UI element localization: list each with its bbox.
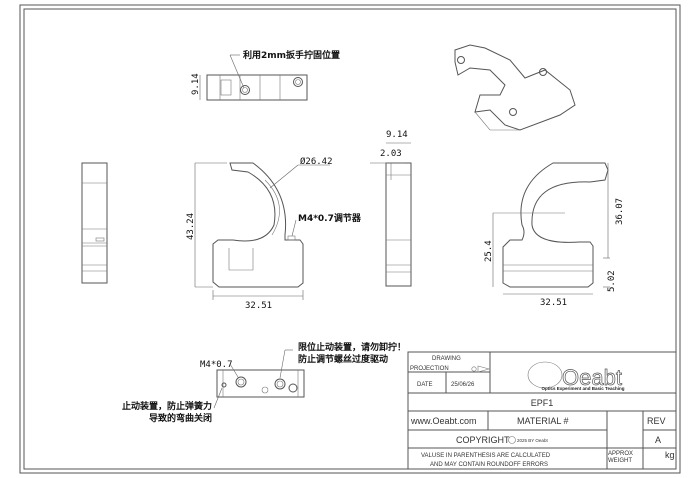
material-label: MATERIAL #: [517, 416, 569, 426]
dim-diameter: Ø26.42: [300, 156, 333, 167]
copyright: COPYRIGHT: [456, 435, 510, 445]
dim-top-thickness: 9.14: [191, 73, 201, 95]
weight-label: WEIGHT: [608, 458, 632, 464]
date-label: DATE: [417, 382, 433, 388]
left-side-view: [81, 162, 108, 284]
note-limit-stop-2: 防止调节螺丝过度驱动: [298, 353, 388, 365]
dim-side-thickness: 9.14: [386, 130, 408, 140]
logo-subtitle: Optics Experiment and Basic Teaching: [542, 386, 625, 391]
weight-unit: kg: [665, 450, 675, 460]
dim-right-height: 36.07: [615, 198, 625, 225]
title-block: Oeabt: [407, 351, 677, 470]
note-thread: M4*0.7: [200, 360, 233, 370]
disclaimer-1: VALUSE IN PARENTHESIS ARE CALCULATED: [421, 453, 551, 459]
bottom-view: [213, 349, 305, 409]
date-value: 25/06/26: [451, 382, 475, 388]
note-stop-device-2: 导致的弯曲关闭: [149, 412, 212, 424]
note-adjuster: M4*0.7调节器: [298, 212, 362, 224]
dim-width-front: 32.51: [245, 301, 272, 311]
rev-value: A: [655, 435, 661, 445]
projection-label: PROJECTION: [410, 366, 449, 372]
note-wrench-position: 利用2mm扳手拧固位置: [242, 49, 340, 61]
note-stop-device-1: 止动装置，防止弹簧力: [122, 400, 212, 412]
approx-label: APPROX: [608, 451, 633, 457]
side-view: [370, 142, 412, 287]
website: www.Oeabt.com: [410, 416, 477, 426]
right-view: [492, 162, 610, 295]
dim-right-center: 25.4: [484, 240, 494, 262]
outer-frame: [19, 4, 681, 474]
isometric-view: [454, 44, 576, 131]
inner-frame: [23, 8, 677, 470]
rev-label: REV: [647, 416, 666, 426]
disclaimer-2: AND MAY CONTAIN ROUNDOFF ERRORS: [430, 462, 548, 468]
part-number: EPF1: [531, 398, 554, 408]
oeabt-logo: Oeabt: [527, 361, 622, 390]
copyright-small: 2025 BY Oeabt: [517, 438, 548, 443]
note-limit-stop-1: 限位止动装置，请勿卸拧！: [298, 341, 406, 353]
top-view: [199, 54, 308, 101]
copyright-icon: [508, 436, 516, 444]
drawing-label: DRAWING: [432, 356, 461, 362]
dim-side-step: 2.03: [380, 149, 402, 159]
dim-height: 43.24: [186, 213, 196, 240]
front-view: [194, 162, 330, 300]
dim-right-offset: 5.02: [607, 270, 617, 292]
logo-text: Oeabt: [562, 365, 622, 390]
dim-width-right: 32.51: [540, 298, 567, 308]
